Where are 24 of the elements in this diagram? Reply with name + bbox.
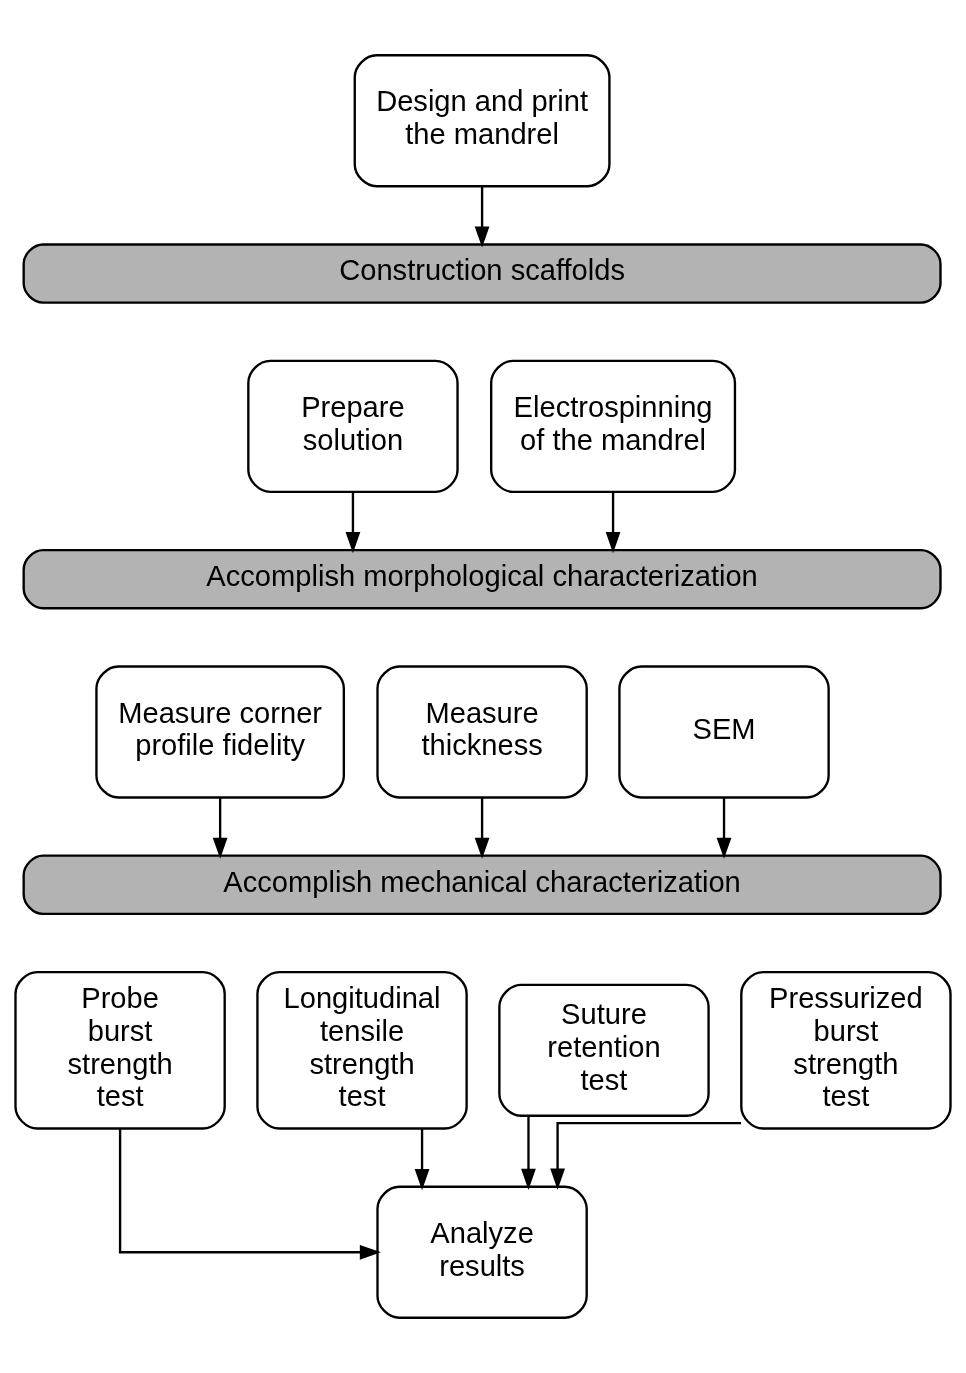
node-box: Prepare solution <box>247 359 459 494</box>
node-box: SEM <box>618 665 830 799</box>
arrow <box>345 492 361 554</box>
node-box: Design and print the mandrel <box>353 54 611 188</box>
node-box: Suture retention test <box>498 983 710 1117</box>
arrow <box>414 1128 430 1191</box>
node-box: Measure corner profile fidelity <box>95 665 345 799</box>
node-box: Pressurized burst strength test <box>740 970 952 1130</box>
arrow <box>118 1128 381 1260</box>
arrow <box>474 186 490 248</box>
node-box: Construction scaffolds <box>22 243 942 304</box>
node-box: Accomplish morphological characterization <box>22 548 942 610</box>
node-box: Longitudinal tensile strength test <box>256 970 468 1130</box>
node-box: Accomplish mechanical characterization <box>22 854 942 916</box>
node-box: Analyze results <box>376 1185 588 1319</box>
arrow <box>474 797 490 859</box>
node-box: Electrospinning of the mandrel <box>490 359 737 494</box>
node-box: Measure thickness <box>376 665 588 799</box>
arrow <box>716 797 732 859</box>
arrow <box>605 492 621 554</box>
arrow <box>550 1121 741 1190</box>
arrow <box>521 1115 536 1190</box>
node-box: Probe burst strength test <box>14 970 226 1130</box>
arrow <box>212 797 228 859</box>
